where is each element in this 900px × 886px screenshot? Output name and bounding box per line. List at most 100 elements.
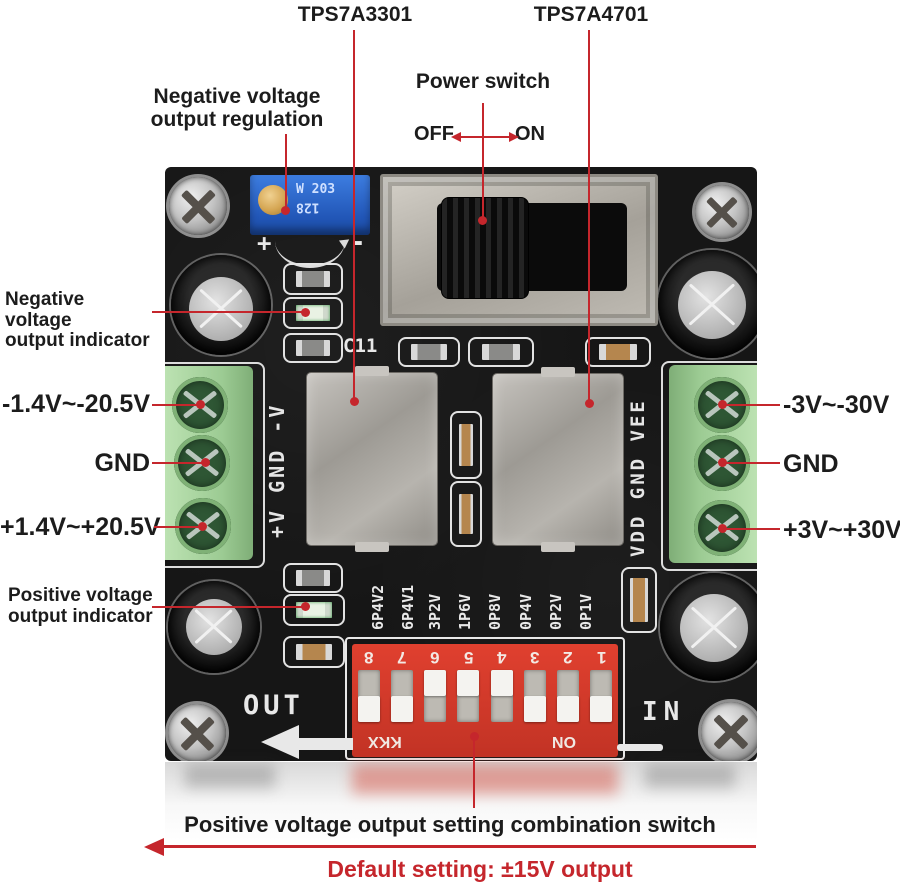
default-setting-caption: Default setting: ±15V output — [327, 856, 633, 882]
label-on: ON — [515, 123, 545, 145]
dip-label-0p1v: 0P1V — [577, 593, 595, 630]
callout-dot-gnd-input — [718, 458, 727, 467]
tps7a3301-regulator-heatsink — [307, 366, 437, 552]
dip-number-row: 8 7 6 5 4 3 2 1 — [352, 644, 618, 667]
smd-capacitor — [450, 411, 482, 479]
callout-line-negative-indicator — [152, 311, 306, 313]
dip-number-3: 3 — [530, 648, 540, 667]
callout-line-gnd-output — [152, 462, 204, 464]
smd-inductor — [621, 567, 657, 633]
negative-output-indicator-led — [283, 297, 343, 329]
left-terminal-outline — [165, 362, 265, 568]
dip-label-6p4v2: 6P4V2 — [369, 584, 387, 630]
callout-line-pos-output — [154, 526, 202, 528]
bottom-caption: Positive voltage output setting combinat… — [184, 812, 716, 837]
callout-line-neg-output — [152, 404, 200, 406]
silk-plus-symbol: + — [257, 229, 272, 257]
power-switch-knob[interactable] — [441, 197, 529, 299]
smd-resistor — [585, 337, 651, 367]
label-off: OFF — [414, 123, 454, 145]
dip-label-6p4v1: 6P4V1 — [399, 584, 417, 630]
smd-resistor — [398, 337, 460, 367]
callout-dot-negative-regulation — [281, 206, 290, 215]
tps7a4701-regulator-heatsink — [493, 367, 623, 552]
callout-line-tps7a4701 — [588, 30, 590, 403]
dip-lever-1[interactable] — [590, 670, 613, 722]
dip-number-8: 8 — [363, 648, 374, 667]
dip-lever-4[interactable] — [490, 670, 513, 722]
callout-dot-positive-indicator — [301, 602, 310, 611]
dip-lever-2[interactable] — [557, 670, 580, 722]
board-reflection — [165, 762, 757, 840]
silk-in: IN — [642, 697, 686, 727]
callout-line-power-switch — [482, 103, 484, 221]
label-gnd-input: GND — [783, 450, 839, 478]
callout-dot-power-switch — [478, 216, 487, 225]
smd-resistor — [283, 263, 343, 295]
neg-reg-line2: output regulation — [150, 107, 324, 131]
dip-label-0p4v: 0P4V — [517, 593, 535, 630]
callout-dot-tps7a3301 — [350, 397, 359, 406]
callout-line-neg-input — [726, 404, 780, 406]
positive-output-indicator-led — [283, 594, 345, 626]
callout-dot-negative-indicator — [301, 308, 310, 317]
dip-lever-7[interactable] — [390, 670, 413, 722]
callout-dot-gnd-output — [201, 458, 210, 467]
smd-resistor — [468, 337, 534, 367]
label-positive-indicator: Positive voltage output indicator — [8, 585, 158, 627]
callout-line-dip-switch — [473, 738, 475, 808]
dip-switch: 8 7 6 5 4 3 2 1 KKX ON — [352, 644, 618, 757]
callout-line-pos-input — [726, 528, 780, 530]
dip-lever-5[interactable] — [457, 670, 480, 722]
silk-left-rail: +V GND -V — [265, 402, 289, 538]
dip-label-0p2v: 0P2V — [547, 593, 565, 630]
dip-number-6: 6 — [430, 648, 440, 667]
dip-lever-6[interactable] — [424, 670, 447, 722]
pos-ind-line1: Positive voltage — [8, 585, 153, 606]
dip-lever-row — [352, 667, 618, 722]
capacitor-top-right-vent — [678, 271, 746, 339]
smd-capacitor — [450, 481, 482, 547]
reflection-blob — [185, 764, 275, 788]
callout-line-tps7a3301 — [353, 30, 355, 402]
label-pos-input-range: +3V~+30V — [783, 516, 900, 544]
label-power-switch: Power switch — [415, 70, 551, 93]
dip-number-2: 2 — [563, 648, 573, 667]
neg-reg-line1: Negative voltage — [153, 85, 321, 108]
screw-bottom-left — [168, 704, 226, 761]
dip-on-label: ON — [552, 733, 576, 750]
power-slide-switch — [380, 174, 658, 326]
neg-ind-line2: output indicator — [5, 330, 150, 352]
smd-resistor — [283, 563, 343, 593]
dip-lever-8[interactable] — [357, 670, 380, 722]
callout-dot-pos-input — [718, 524, 727, 533]
label-negative-indicator: Negative voltage output indicator — [5, 289, 155, 352]
dip-lever-3[interactable] — [523, 670, 546, 722]
arrowhead-toward-off — [451, 132, 461, 142]
silk-out: OUT — [243, 690, 304, 721]
callout-dot-neg-input — [718, 400, 727, 409]
in-arrow-shaft — [617, 744, 663, 751]
label-tps7a3301: TPS7A3301 — [297, 3, 413, 26]
callout-dot-dip-switch — [470, 732, 479, 741]
dip-label-1p6v: 1P6V — [456, 593, 474, 630]
label-negative-regulation: Negative voltage output regulation — [140, 85, 334, 131]
bottom-arrow-line — [160, 845, 756, 848]
silk-c11: C11 — [343, 335, 378, 357]
dip-number-1: 1 — [596, 648, 607, 667]
pcb-board: W 203 128 + - C11 +V GND -V VDD GND — [165, 167, 757, 761]
callout-line-positive-indicator — [152, 606, 304, 608]
trimmer-potentiometer[interactable]: W 203 128 — [250, 175, 370, 235]
screw-top-left — [169, 177, 227, 235]
capacitor-bottom-left-vent — [186, 599, 242, 655]
off-on-arrow-line — [460, 136, 510, 138]
trimmer-marking-2: 128 — [296, 199, 320, 215]
pos-ind-line2: output indicator — [8, 605, 153, 627]
capacitor-top-left-vent — [189, 277, 253, 341]
out-arrow-shaft — [299, 738, 353, 750]
dip-reflection — [352, 764, 618, 794]
label-neg-input-range: -3V~-30V — [783, 391, 890, 419]
reflection-blob — [645, 764, 735, 788]
arrowhead-toward-on — [509, 132, 519, 142]
